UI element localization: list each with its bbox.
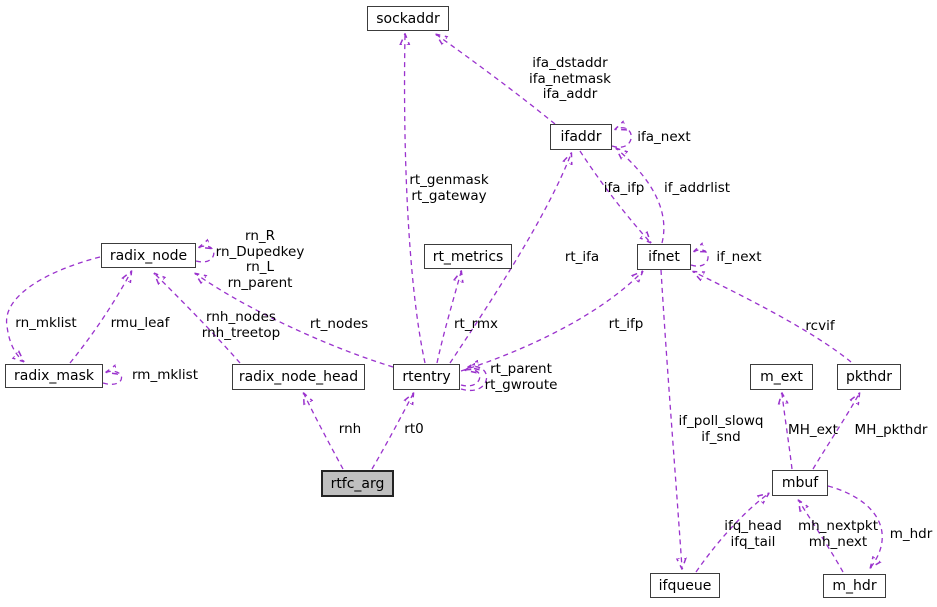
node-radix-node[interactable]: radix_node [101, 243, 196, 268]
edge-rtentry-self-loop-a [461, 370, 481, 387]
edge-ifnet-self-loop [691, 250, 709, 267]
edge-mbuf-pkthdr [812, 394, 859, 470]
node-mbuf[interactable]: mbuf [772, 470, 828, 496]
edge-ifnet-ifqueue [660, 269, 682, 568]
edge-radixnode-radixmask [5, 256, 101, 361]
edge-ifnet-ifaddr [617, 149, 665, 244]
edge-rtfcarg-radixnodehead [304, 394, 344, 470]
edge-rtentry-rtmetrics [436, 272, 461, 364]
edge-ifaddr-ifnet [579, 150, 650, 242]
node-sockaddr[interactable]: sockaddr [367, 6, 449, 31]
node-ifqueue[interactable]: ifqueue [650, 573, 720, 598]
edge-rtentry-self-loop-b [461, 367, 488, 392]
edge-radixmask-self-loop [103, 371, 123, 385]
node-rtfc-arg: rtfc_arg [321, 470, 394, 497]
edge-radixnodehead-radixnode [155, 274, 241, 364]
edge-pkthdr-ifnet [694, 272, 852, 363]
node-pkthdr[interactable]: pkthdr [837, 364, 901, 390]
node-ifaddr[interactable]: ifaddr [550, 124, 612, 150]
edge-radixmask-radixnode [69, 272, 131, 364]
node-rt-metrics[interactable]: rt_metrics [424, 244, 512, 269]
node-m-ext[interactable]: m_ext [750, 364, 813, 390]
edge-rtentry-ifaddr [449, 154, 571, 364]
edge-radixnode-self-loop [196, 246, 215, 263]
node-rtentry[interactable]: rtentry [393, 364, 460, 390]
node-radix-mask[interactable]: radix_mask [5, 364, 103, 388]
edge-mbuf-mhdr [827, 485, 883, 567]
edge-rtentry-ifnet [460, 272, 642, 372]
edge-ifaddr-sockaddr [437, 35, 556, 125]
edge-rtfcarg-rtentry [371, 394, 413, 470]
edge-rtentry-radixnode [196, 274, 394, 368]
edge-ifaddr-self-loop [612, 128, 632, 148]
edge-mbuf-mext [782, 394, 792, 470]
node-ifnet[interactable]: ifnet [637, 244, 691, 270]
edge-ifqueue-mbuf [695, 494, 768, 573]
edge-mhdr-mbuf [799, 501, 844, 573]
node-radix-node-head[interactable]: radix_node_head [232, 364, 365, 390]
node-m-hdr[interactable]: m_hdr [823, 574, 886, 598]
edge-rtentry-sockaddr [405, 35, 426, 364]
